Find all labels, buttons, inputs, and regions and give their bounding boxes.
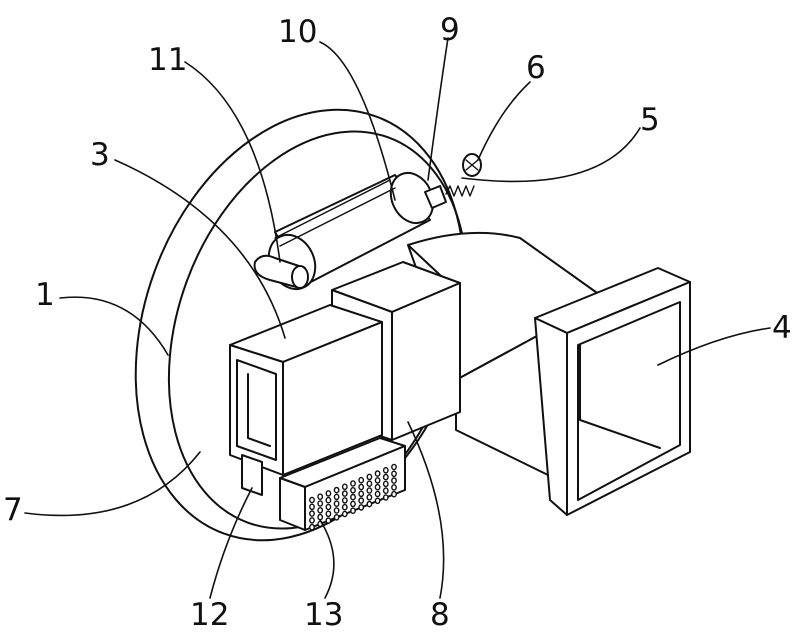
- callout-7: 7: [3, 492, 23, 528]
- callout-6: 6: [526, 50, 546, 86]
- vent-hole: [358, 490, 365, 498]
- vent-hole: [350, 486, 356, 494]
- vent-hole: [333, 493, 340, 501]
- vent-hole: [358, 497, 365, 504]
- vent-hole: [374, 477, 381, 484]
- vent-hole: [382, 473, 389, 481]
- vent-hole: [317, 513, 324, 521]
- vent-hole: [358, 504, 365, 511]
- vent-hole: [317, 493, 324, 501]
- vent-hole: [325, 510, 332, 518]
- vent-hole: [317, 500, 324, 507]
- vent-hole: [382, 494, 389, 501]
- vent-hole: [325, 496, 332, 504]
- vent-hole: [325, 517, 332, 524]
- vent-hole: [391, 484, 397, 491]
- vent-hole: [309, 517, 315, 524]
- vent-hole: [309, 510, 315, 517]
- bracket: [241, 454, 263, 496]
- vent-hole: [341, 490, 348, 497]
- callout-1: 1: [35, 277, 55, 313]
- vent-hole: [350, 480, 356, 487]
- spring: [445, 153, 482, 197]
- callout-12: 12: [190, 597, 229, 633]
- vent-hole: [391, 490, 397, 498]
- callout-8: 8: [430, 597, 450, 633]
- vent-hole: [374, 483, 381, 491]
- vent-hole: [333, 507, 340, 514]
- front-box: [229, 304, 383, 476]
- vent-hole: [309, 496, 315, 504]
- callout-labels: 10 9 11 6 5 3 1 4 7 12 13 8: [3, 12, 792, 633]
- vent-hole: [325, 503, 332, 511]
- vent-hole: [382, 466, 389, 474]
- callout-11: 11: [148, 42, 187, 78]
- vent-hole: [391, 470, 397, 478]
- vent-hole: [366, 480, 373, 488]
- vent-holes: [309, 463, 397, 531]
- vent-hole: [391, 463, 397, 471]
- vent-hole: [391, 477, 397, 484]
- vent-hole: [358, 476, 365, 484]
- vent-hole: [366, 493, 373, 501]
- leader-lines: [24, 37, 771, 599]
- vent-hole: [374, 470, 381, 477]
- vent-hole: [358, 483, 365, 491]
- vent-hole: [366, 500, 373, 508]
- vent-hole: [382, 487, 389, 495]
- vent-hole: [350, 493, 356, 501]
- callout-4: 4: [772, 310, 792, 346]
- vent-hole: [382, 480, 389, 488]
- vent-hole: [341, 497, 348, 504]
- vent-hole: [350, 500, 356, 508]
- vent-hole: [317, 506, 324, 514]
- vent-hole: [350, 507, 356, 515]
- callout-3: 3: [90, 137, 110, 173]
- vent-hole: [333, 500, 340, 508]
- motor-cylinder: [267, 171, 447, 291]
- perforated-box: [279, 437, 406, 531]
- callout-10: 10: [278, 14, 317, 50]
- vent-hole: [374, 490, 381, 498]
- vent-hole: [341, 503, 348, 511]
- vent-hole: [341, 483, 348, 491]
- vent-hole: [374, 497, 381, 505]
- callout-5: 5: [640, 102, 660, 138]
- callout-9: 9: [440, 12, 460, 48]
- vent-hole: [309, 503, 315, 511]
- vent-hole: [333, 486, 340, 494]
- vent-hole: [366, 473, 373, 481]
- vent-hole: [341, 510, 348, 518]
- vent-hole: [333, 514, 340, 521]
- vent-hole: [325, 490, 332, 497]
- callout-13: 13: [304, 597, 343, 633]
- vent-hole: [366, 487, 373, 494]
- vent-hole: [309, 523, 315, 531]
- elbow-pipe: [253, 254, 309, 289]
